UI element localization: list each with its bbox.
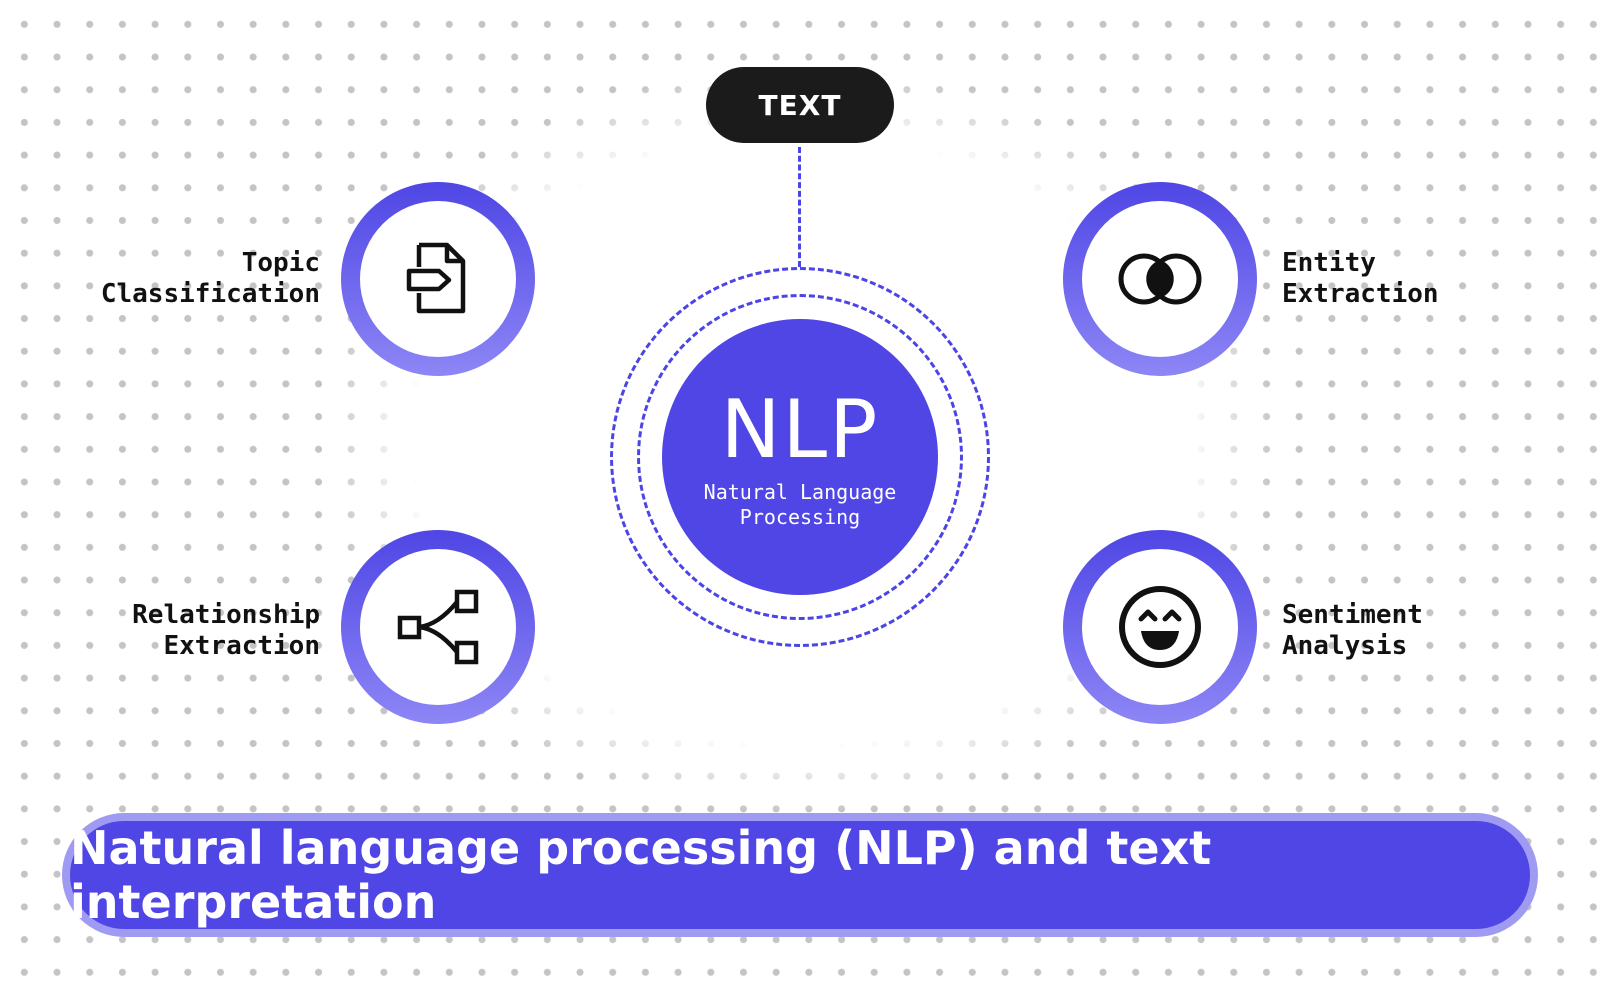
nlp-core-circle: NLP Natural Language Processing bbox=[662, 319, 938, 595]
sentiment-analysis-node bbox=[1063, 530, 1257, 724]
entity-extraction-node bbox=[1063, 182, 1257, 376]
smiley-face-icon bbox=[1119, 586, 1201, 668]
text-input-label: TEXT bbox=[758, 88, 842, 122]
banner-title: Natural language processing (NLP) and te… bbox=[70, 821, 1212, 929]
nlp-subtitle: Natural Language Processing bbox=[703, 480, 897, 529]
topic-classification-label: Topic Classification bbox=[100, 248, 320, 309]
relationship-extraction-label: Relationship Extraction bbox=[132, 600, 320, 661]
sentiment-analysis-label: Sentiment Analysis bbox=[1282, 600, 1423, 661]
overlapping-circles-icon bbox=[1118, 253, 1202, 305]
relationship-extraction-node bbox=[341, 530, 535, 724]
text-input-pill: TEXT bbox=[706, 67, 894, 143]
outer-dashed-ring bbox=[610, 267, 990, 647]
topic-classification-node bbox=[341, 182, 535, 376]
document-arrow-icon bbox=[406, 242, 466, 314]
title-banner: Natural language processing (NLP) and te… bbox=[62, 813, 1538, 937]
nlp-title: NLP bbox=[720, 383, 880, 476]
inner-dashed-ring bbox=[637, 294, 963, 620]
entity-extraction-label: Entity Extraction bbox=[1282, 248, 1439, 309]
share-nodes-icon bbox=[397, 589, 479, 665]
dashed-connector bbox=[798, 147, 801, 267]
